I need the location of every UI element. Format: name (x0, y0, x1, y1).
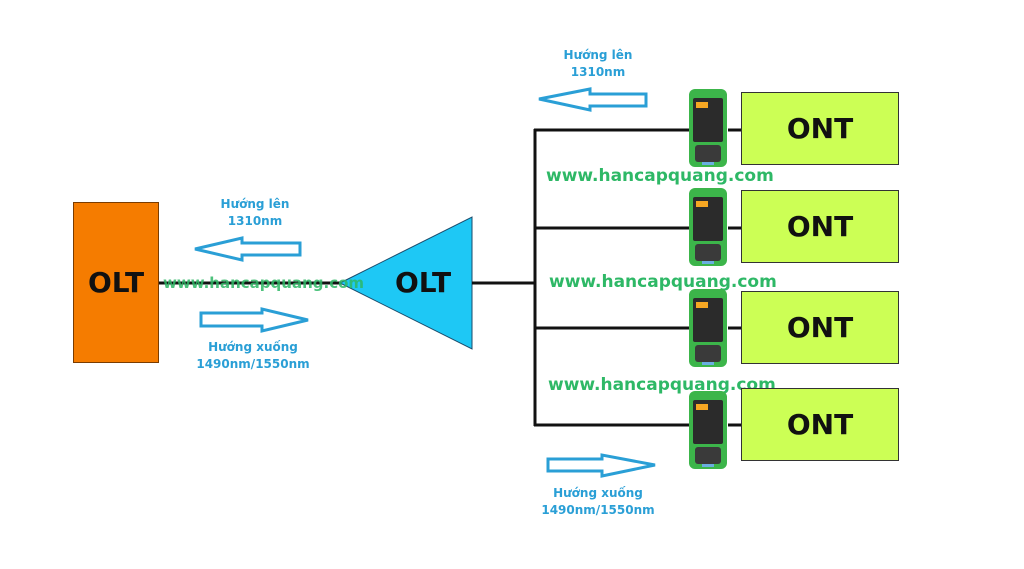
left-downstream-label: Hướng xuống 1490nm/1550nm (196, 340, 310, 371)
watermark-text: www.hancapquang.com (546, 166, 774, 186)
ont-box: ONT (741, 92, 899, 165)
upstream-arrow-left-icon (194, 236, 302, 262)
left-upstream-label: Hướng lên 1310nm (220, 197, 290, 228)
olt-label: OLT (87, 266, 145, 299)
downstream-arrow-right-icon (546, 453, 656, 478)
downstream-arrow-left-icon (199, 307, 309, 333)
watermark-text: www.hancapquang.com (163, 274, 365, 292)
olt-box: OLT (73, 202, 159, 363)
right-downstream-label: Hướng xuống 1490nm/1550nm (541, 486, 655, 517)
optical-meter-icon (689, 391, 727, 469)
watermark-text: www.hancapquang.com (549, 272, 777, 292)
optical-meter-icon (689, 89, 727, 167)
right-upstream-label: Hướng lên 1310nm (563, 48, 633, 79)
optical-meter-icon (689, 289, 727, 367)
ont-box: ONT (741, 190, 899, 263)
ont-box: ONT (741, 291, 899, 364)
splitter-label: OLT (395, 266, 452, 299)
upstream-arrow-right-icon (538, 87, 648, 112)
ont-box: ONT (741, 388, 899, 461)
watermark-text: www.hancapquang.com (548, 375, 776, 395)
optical-meter-icon (689, 188, 727, 266)
